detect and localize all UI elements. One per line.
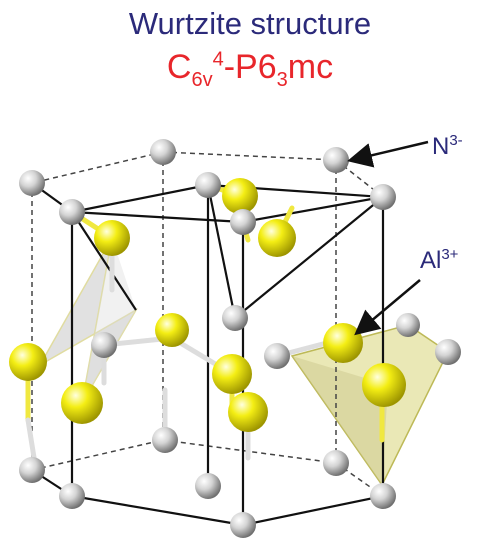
- al-atom: [61, 382, 103, 424]
- n-atom: [195, 473, 221, 499]
- n-atom: [150, 139, 176, 165]
- n-atom: [323, 450, 349, 476]
- aluminium-atoms: [9, 178, 406, 432]
- nitrogen-atoms: [19, 139, 461, 538]
- n-atom: [370, 184, 396, 210]
- cation-charge: 3+: [441, 246, 459, 263]
- n-atom: [323, 147, 349, 173]
- al-atom: [323, 323, 363, 363]
- space-group-sub1: 6v: [191, 68, 213, 91]
- n-atom: [230, 512, 256, 538]
- cation-symbol: Al: [420, 247, 442, 274]
- space-group-sub2: 3: [276, 68, 288, 91]
- al-atom: [258, 219, 296, 257]
- n-atom: [91, 332, 117, 358]
- n-atom: [59, 483, 85, 509]
- cation-label: Al3+: [420, 246, 458, 275]
- al-atom: [9, 343, 47, 381]
- anion-charge: 3-: [449, 132, 463, 149]
- space-group-sup1: 4: [212, 48, 224, 71]
- n-atom: [396, 313, 420, 337]
- anion-label: N3-: [432, 132, 463, 161]
- al-atom: [212, 354, 252, 394]
- anion-symbol: N: [432, 133, 450, 160]
- diagram-title: Wurtzite structure: [128, 6, 372, 41]
- n-atom: [264, 343, 290, 369]
- n-atom: [19, 457, 45, 483]
- anion-arrow: [347, 140, 429, 168]
- al-atom: [228, 392, 268, 432]
- n-atom: [59, 199, 85, 225]
- al-atom: [94, 220, 130, 256]
- al-atom: [155, 313, 189, 347]
- space-group-label: C6v4-P63mc: [0, 48, 500, 92]
- n-atom: [435, 339, 461, 365]
- al-atom: [362, 363, 406, 407]
- n-atom: [370, 483, 396, 509]
- cation-arrow: [354, 279, 421, 336]
- space-group-tail: mc: [287, 48, 334, 86]
- left-tetrahedron-face: [82, 238, 136, 403]
- al-atom: [222, 178, 258, 214]
- n-atom: [19, 170, 45, 196]
- n-atom: [195, 172, 221, 198]
- space-group-mid: -P6: [223, 48, 277, 86]
- n-atom: [152, 427, 178, 453]
- n-atom: [230, 209, 256, 235]
- space-group-base: C: [166, 48, 192, 86]
- n-atom: [222, 305, 248, 331]
